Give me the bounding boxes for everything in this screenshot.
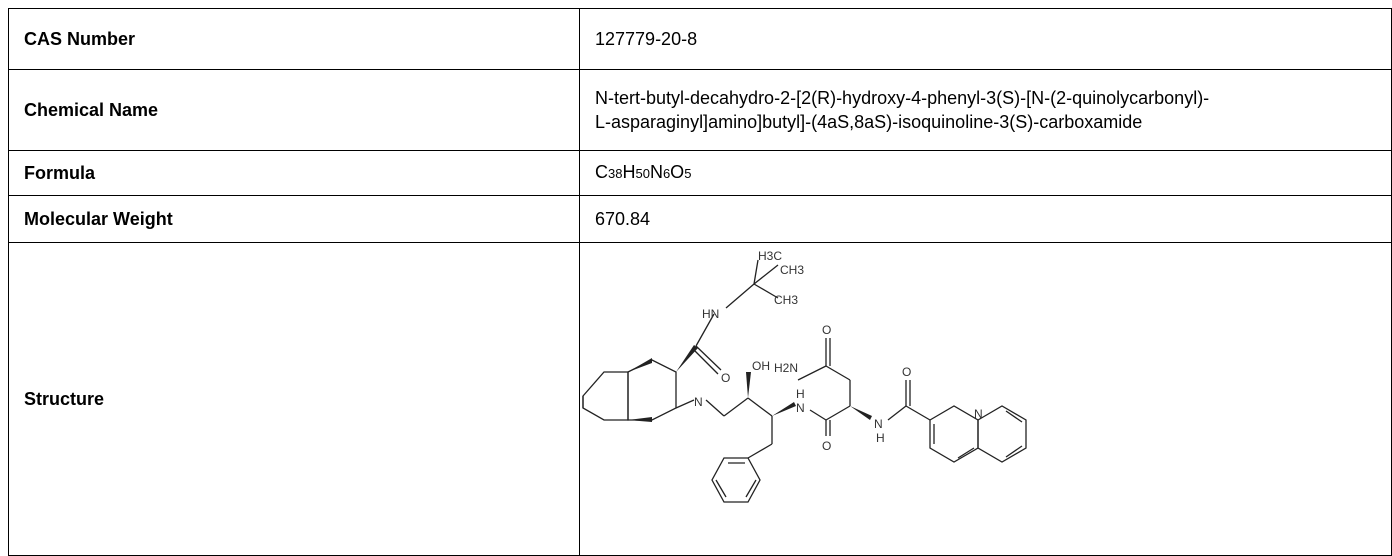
structure-label-h3c: H3C	[758, 249, 782, 263]
formula-element-o: O	[670, 162, 685, 182]
structure-label-ch3-top: CH3	[780, 263, 804, 277]
table-row: Molecular Weight 670.84	[8, 195, 1392, 243]
phenyl-ring	[711, 457, 761, 503]
formula-count-h: 50	[635, 166, 650, 181]
chemical-name-line-1: N-tert-butyl-decahydro-2-[2(R)-hydroxy-4…	[595, 88, 1210, 108]
formula-count-c: 38	[608, 166, 623, 181]
structure-label: Structure	[8, 242, 580, 556]
formula-element-n: N	[649, 162, 663, 182]
quinoline-benzene-ring	[977, 405, 1027, 463]
formula-element-h: H	[622, 162, 636, 182]
structure-label-n-amide-2: N	[874, 417, 883, 431]
molecular-weight-label: Molecular Weight	[8, 195, 580, 243]
table-row: CAS Number 127779-20-8	[8, 8, 1392, 70]
structure-label-o1: O	[721, 371, 730, 385]
table-row: Structure	[8, 242, 1392, 556]
structure-cell: H3C CH3 HN CH3 O N OH H2N O H N O N H O …	[579, 242, 1392, 556]
structure-label-n-amide: N	[796, 401, 805, 415]
formula-label: Formula	[8, 150, 580, 196]
cas-number-value: 127779-20-8	[579, 8, 1392, 70]
structure-label-ch3-mid: CH3	[774, 293, 798, 307]
structure-diagram: H3C CH3 HN CH3 O N OH H2N O H N O N H O …	[582, 249, 1027, 503]
table-row: Chemical Name N-tert-butyl-decahydro-2-[…	[8, 69, 1392, 151]
specification-table: CAS Number 127779-20-8 Chemical Name N-t…	[8, 8, 1392, 556]
chemical-name-label: Chemical Name	[8, 69, 580, 151]
structure-label-n1: N	[694, 395, 703, 409]
structure-label-hn: HN	[702, 307, 719, 321]
cyclohexane-ring	[582, 371, 629, 421]
structure-label-o4: O	[902, 365, 911, 379]
formula-count-n: 6	[662, 166, 671, 181]
quinoline-pyridine-ring	[929, 405, 979, 463]
chemical-name-value: N-tert-butyl-decahydro-2-[2(R)-hydroxy-4…	[579, 69, 1392, 151]
formula-count-o: 5	[684, 166, 692, 181]
structure-label-o2: O	[822, 323, 831, 337]
table-row: Formula C38H50N6O5	[8, 150, 1392, 196]
structure-label-n-quinoline: N	[974, 407, 983, 421]
molecular-weight-value: 670.84	[579, 195, 1392, 243]
structure-label-o3: O	[822, 439, 831, 453]
structure-label-h-top: H	[796, 387, 805, 401]
structure-label-oh: OH	[752, 359, 770, 373]
structure-label-h2n: H2N	[774, 361, 798, 375]
formula-element-c: C	[595, 162, 608, 182]
cas-number-label: CAS Number	[8, 8, 580, 70]
chemical-name-line-2: L-asparaginyl]amino]butyl]-(4aS,8aS)-iso…	[595, 112, 1143, 132]
formula-value: C38H50N6O5	[579, 150, 1392, 196]
structure-label-h-bot: H	[876, 431, 885, 445]
